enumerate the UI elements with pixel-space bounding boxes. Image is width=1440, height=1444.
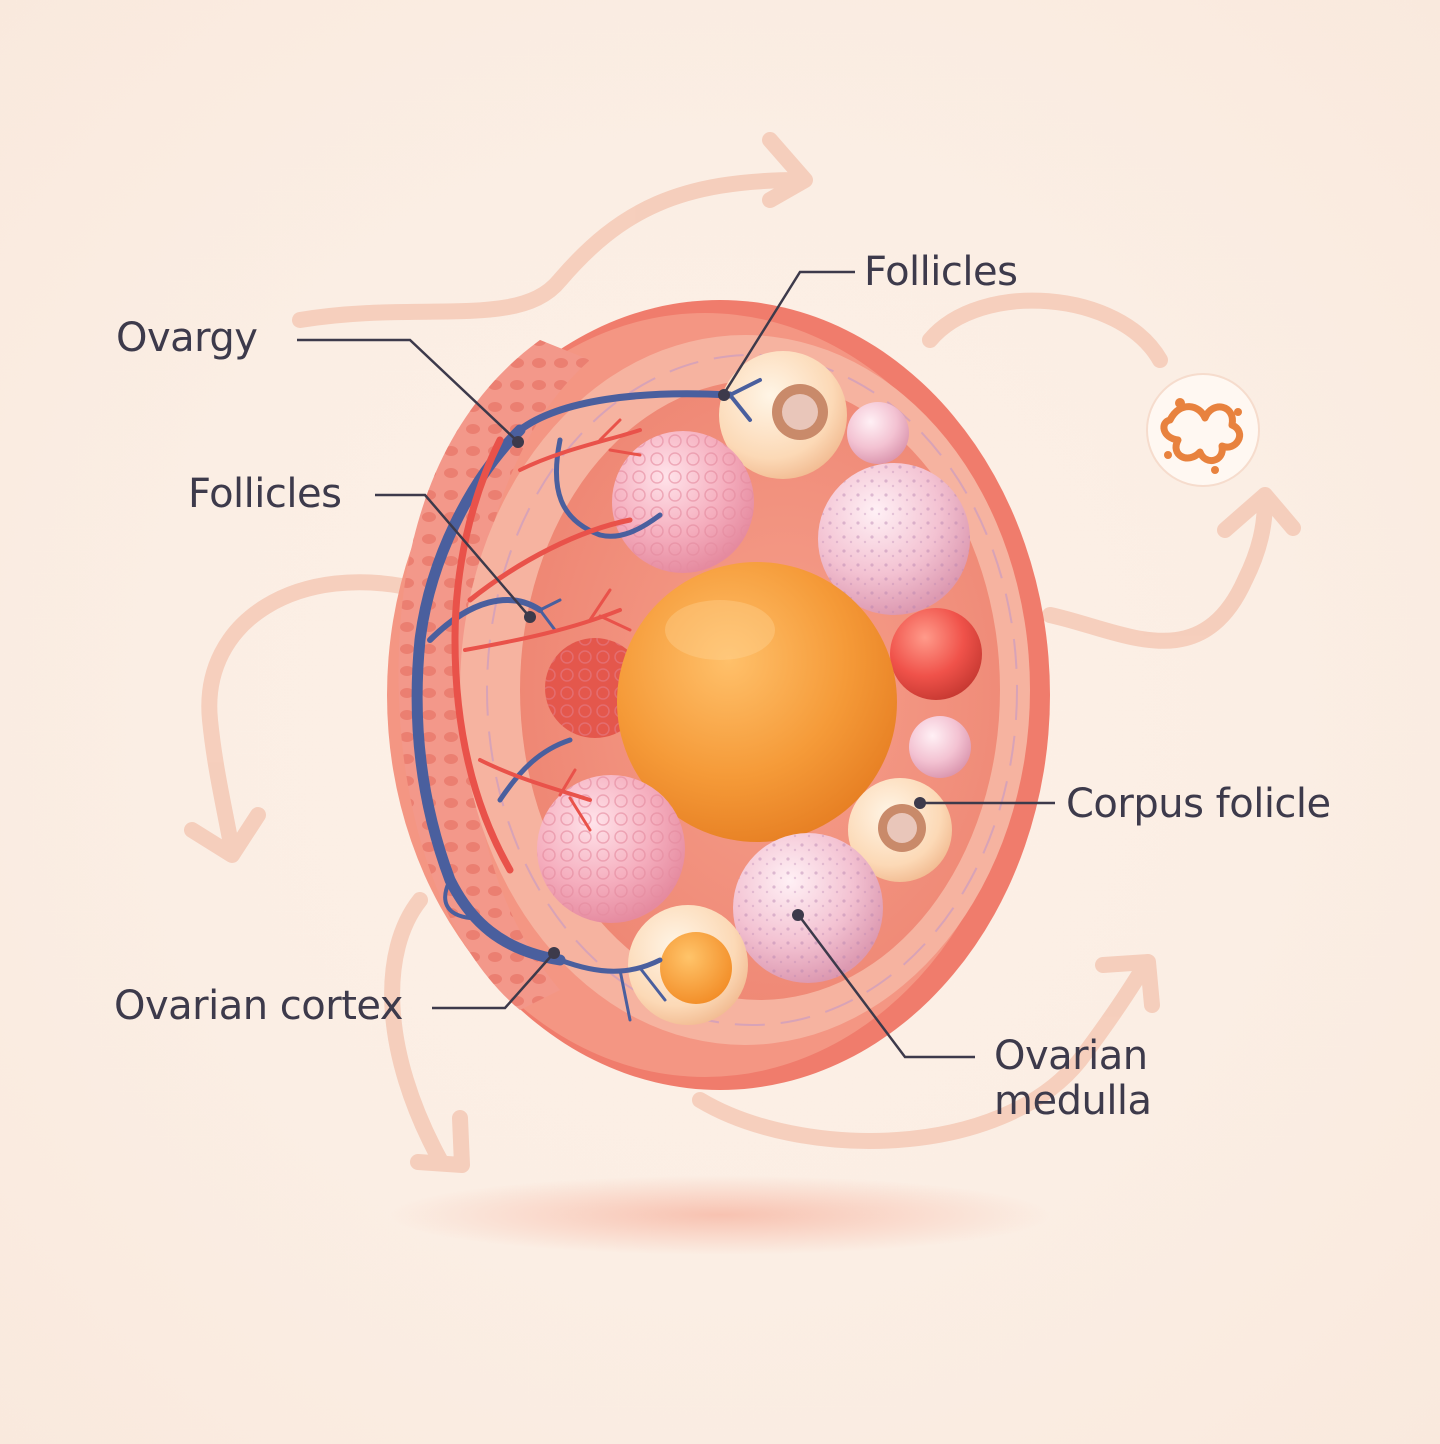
- leader-cortex: [432, 954, 553, 1010]
- ground-shadow: [390, 1175, 1050, 1255]
- artery-main: [451, 436, 514, 874]
- artery-top-twigs: [598, 418, 642, 457]
- vein-mid-twigs: [538, 598, 562, 632]
- arrow-bottom-left-head: [410, 1110, 470, 1173]
- leader-follicles-left: [375, 493, 529, 616]
- artery-mid-twigs: [588, 588, 632, 632]
- flow-arrow-icon: [184, 132, 1301, 1173]
- arrow-left-head: [184, 807, 266, 863]
- arrow-top-head: [762, 132, 813, 208]
- arrow-bottom-right: [692, 957, 1153, 1149]
- vein-mid-branch: [427, 597, 543, 643]
- corpus-follicle-cavity-inner: [887, 813, 917, 843]
- vein-main: [411, 424, 566, 966]
- arrow-top: [292, 172, 808, 328]
- cortex-texture: [398, 340, 590, 1010]
- vein-lower-branch: [497, 737, 573, 803]
- arrow-left: [201, 574, 428, 858]
- follicle-bottom-oocyte: [660, 932, 732, 1004]
- leader-ovary: [297, 338, 517, 441]
- follicle-red: [890, 608, 982, 700]
- arrow-bottom-right-head: [1095, 954, 1160, 1013]
- leader-medulla: [799, 916, 975, 1059]
- arrow-right-head: [1217, 487, 1301, 538]
- vein-top: [516, 390, 734, 434]
- follicle-small-top: [847, 402, 909, 464]
- blood-vessels: [411, 378, 762, 1022]
- follicle-top-cavity-inner: [782, 394, 818, 430]
- arrow-right: [1042, 492, 1273, 649]
- vein-top-branch: [728, 378, 762, 422]
- artery-top-branch: [518, 428, 642, 472]
- label-follicles-left: Follicles: [188, 471, 342, 517]
- follicle-bubbly-top-texture: [612, 431, 754, 573]
- artery-lower-twigs: [558, 768, 592, 832]
- follicle-bubbly-bottom-texture: [537, 775, 685, 923]
- follicle-small-right: [909, 716, 971, 778]
- follicle-lilac-right-speckle: [818, 463, 970, 615]
- artery-upper-branch: [467, 517, 633, 603]
- artery-lower-branch: [478, 758, 592, 802]
- vein-bottom-twigs: [618, 966, 667, 1022]
- leader-follicles-top: [723, 270, 855, 393]
- follicle-lilac-bottom-speckle: [733, 833, 883, 983]
- dominant-follicle-highlight: [665, 600, 775, 660]
- label-ovary: Ovargy: [116, 315, 258, 361]
- arrow-bottom-left: [384, 892, 448, 1168]
- follicles: [537, 351, 982, 1025]
- vein-bottom-branch: [557, 957, 663, 974]
- vein-low-twig: [443, 878, 472, 920]
- cell-icon: [1146, 373, 1260, 487]
- label-ovarian-medulla: Ovarian medulla: [994, 1033, 1152, 1124]
- dominant-follicle: [617, 562, 897, 842]
- stroma-line: [486, 354, 1018, 1026]
- vein-upper-branch: [553, 437, 663, 539]
- label-ovarian-cortex: Ovarian cortex: [114, 983, 403, 1029]
- label-follicles-top: Follicles: [864, 249, 1018, 295]
- leader-lines: [297, 270, 1055, 1059]
- arrow-top-right: [922, 292, 1168, 368]
- label-corpus-follicle: Corpus folicle: [1066, 781, 1331, 827]
